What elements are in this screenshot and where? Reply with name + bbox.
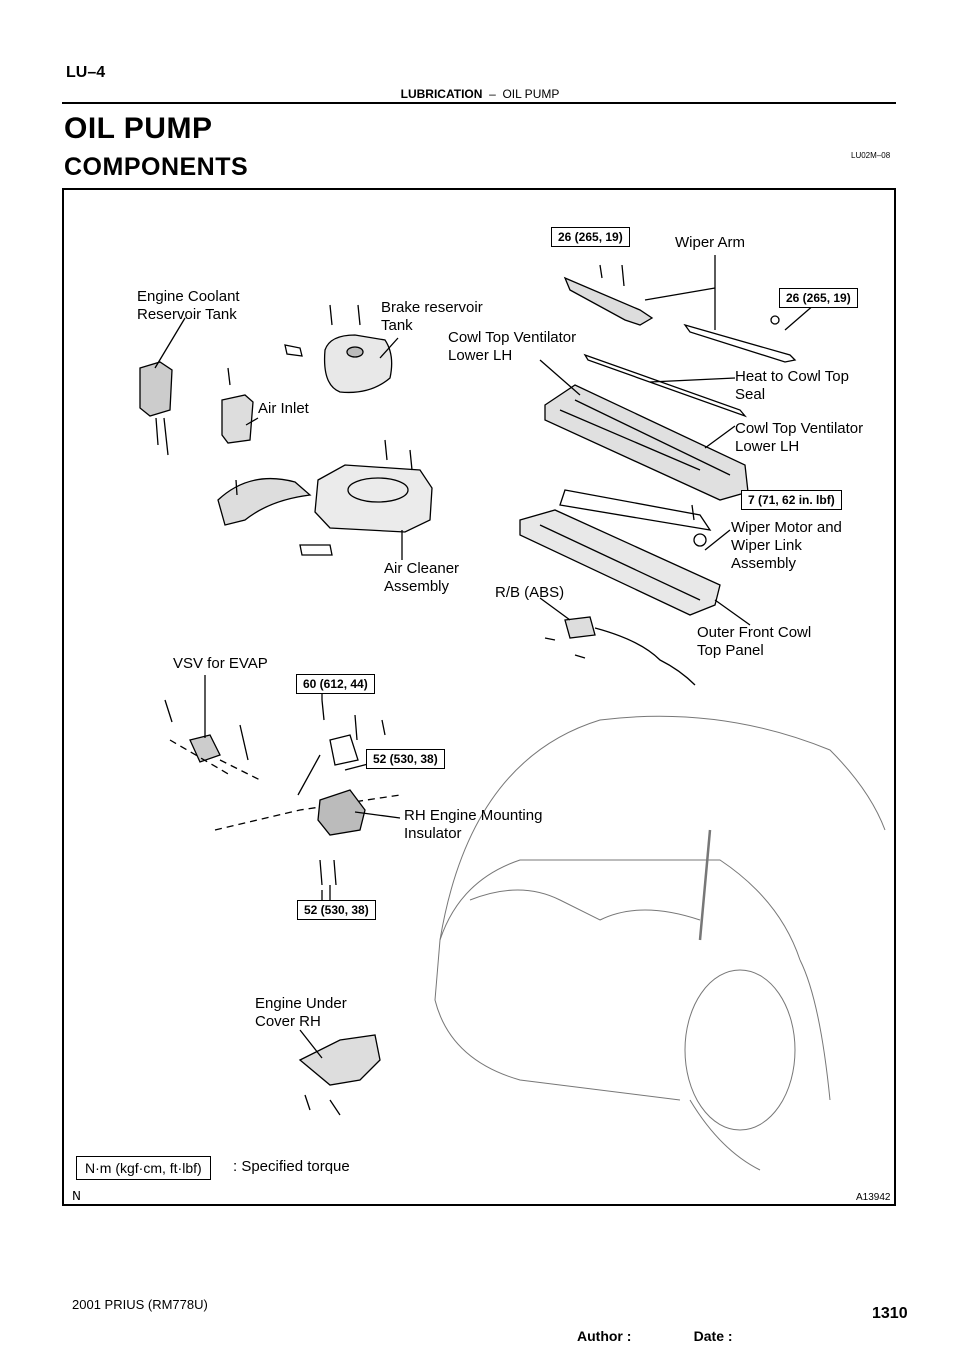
label-air-inlet: Air Inlet [258,400,309,417]
label-engine-under-cover: Engine Under Cover RH [255,995,347,1030]
torque-badge: 52 (530, 38) [297,900,376,920]
coolant-reservoir-part [139,361,173,456]
label-wiper-motor: Wiper Motor and Wiper Link Assembly [731,519,842,572]
wiper-arm-parts [563,264,797,363]
header-section: LUBRICATION [400,87,483,101]
label-rh-engine-mounting: RH Engine Mounting Insulator [404,807,543,842]
relay-block-part [544,616,696,686]
page-number: 1310 [872,1305,908,1322]
wiper-link-part [559,489,712,547]
header-separator: – [489,87,496,101]
section-title: COMPONENTS [64,153,249,181]
air-inlet-part [221,367,254,444]
corner-mark: N [72,1189,81,1203]
air-cleaner-part [217,439,433,556]
label-cowl-top-ventilator-upper: Cowl Top Ventilator Lower LH [448,329,577,364]
page-code: LU–4 [66,64,106,81]
cowl-seal-part [583,353,748,418]
header-topic: OIL PUMP [502,87,560,101]
label-rb-abs: R/B (ABS) [495,584,565,601]
label-brake-reservoir: Brake reservoir Tank [381,299,483,334]
engine-mount-part [317,699,386,886]
brake-reservoir-part [284,304,393,394]
label-air-cleaner: Air Cleaner Assembly [384,560,460,595]
reference-code: LU02M–08 [851,151,891,160]
torque-badge: 60 (612, 44) [296,674,375,694]
torque-badge: 52 (530, 38) [366,749,445,769]
vehicle-outline [434,715,886,1171]
label-heat-to-cowl-seal: Heat to Cowl Top Seal [735,368,849,403]
torque-badge: 7 (71, 62 in. lbf) [741,490,842,510]
engine-under-cover-part [298,1034,381,1116]
label-vsv-evap: VSV for EVAP [173,655,268,672]
label-outer-front-cowl: Outer Front Cowl Top Panel [697,624,812,659]
footer-model: 2001 PRIUS (RM778U) [72,1297,208,1312]
footer-author-date: Author : Date : [577,1328,733,1344]
running-header: LUBRICATION – OIL PUMP [0,87,960,101]
vsv-part [164,699,249,763]
figure-id: A13942 [856,1192,891,1203]
page-title: OIL PUMP [64,112,213,145]
header-rule [62,102,896,104]
label-cowl-top-ventilator-right: Cowl Top Ventilator Lower LH [735,420,864,455]
components-figure-frame [62,188,896,1206]
cowl-ventilator-part [544,384,749,501]
label-engine-coolant-reservoir: Engine Coolant Reservoir Tank [137,288,240,323]
label-wiper-arm: Wiper Arm [675,234,746,251]
torque-legend-text: : Specified torque [233,1158,350,1175]
torque-badge: 26 (265, 19) [779,288,858,308]
torque-badge: 26 (265, 19) [551,227,630,247]
outer-cowl-panel-part [519,509,721,616]
torque-unit-legend: N·m (kgf·cm, ft·lbf) [76,1156,211,1180]
